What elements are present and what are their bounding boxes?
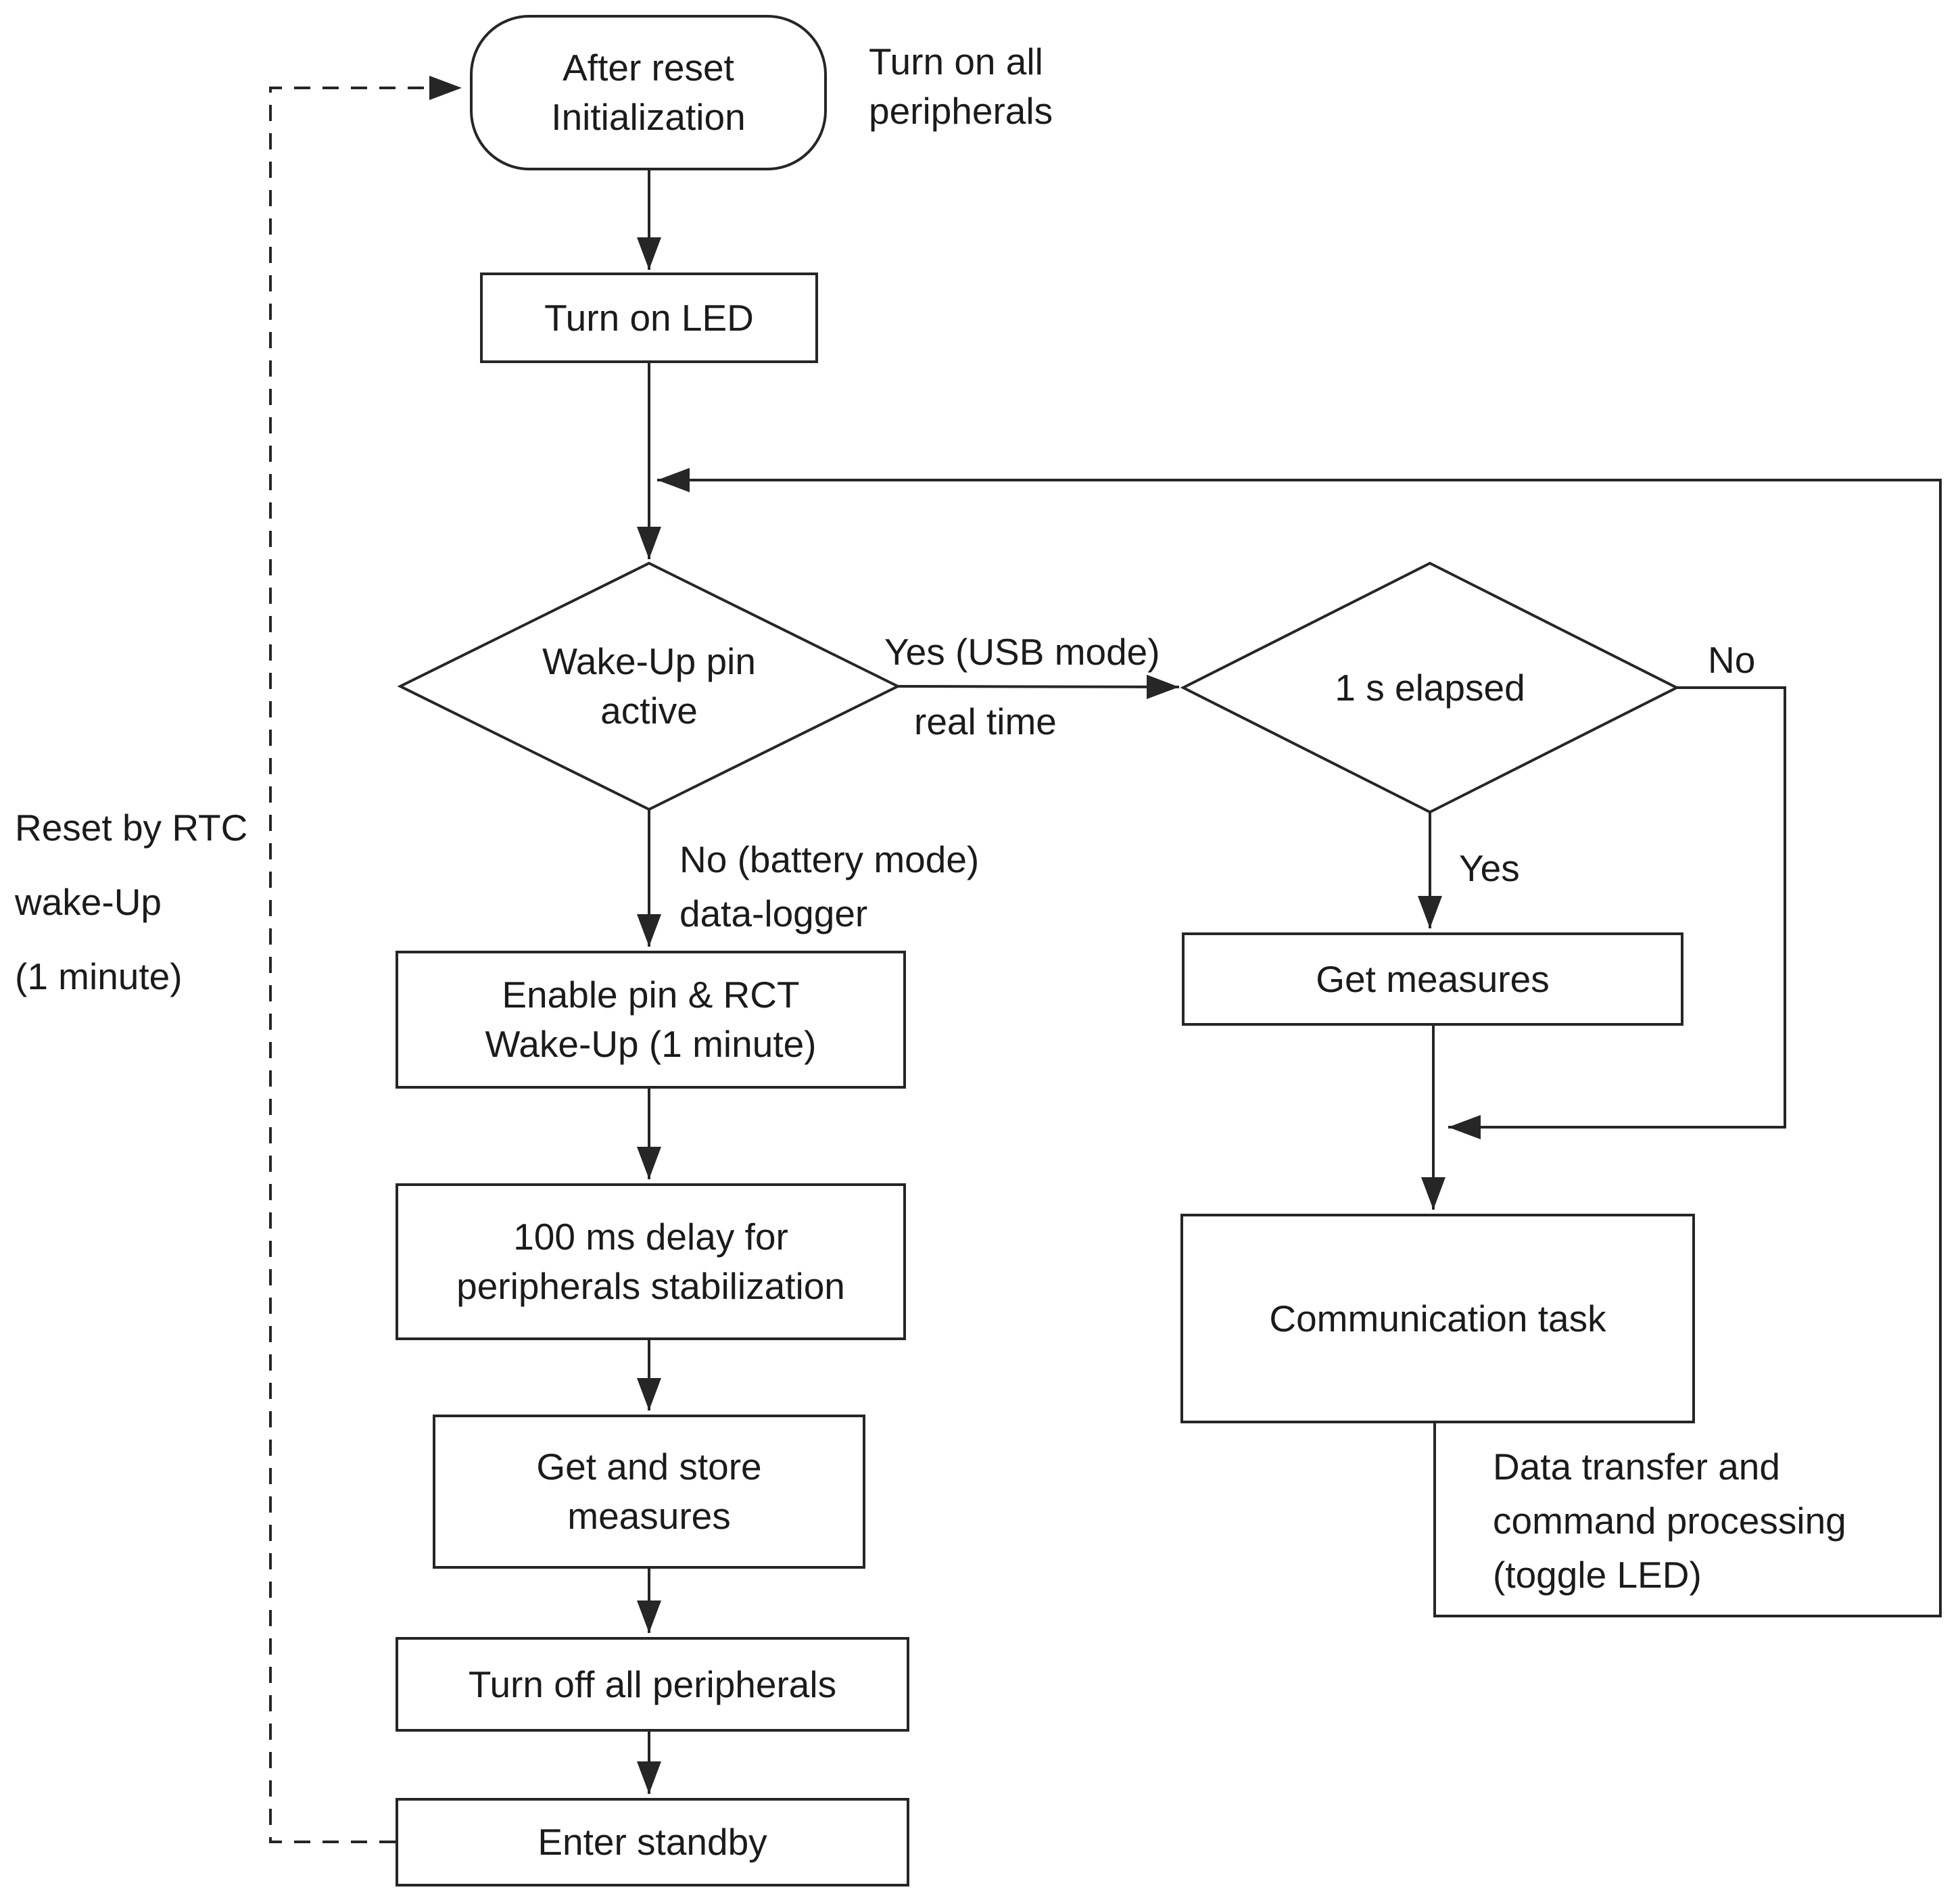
edge-label-no-battery-mode: No (battery mode) data-logger <box>679 838 980 934</box>
node-start: After reset Initialization <box>470 15 827 170</box>
annotation-reset-by-rtc: Reset by RTC wake-Up (1 minute) <box>15 807 248 997</box>
node-wakeup-pin-label: Wake-Up pin active <box>542 640 756 732</box>
node-get-measures: Get measures <box>1182 932 1683 1026</box>
edge-label-real-time: real time <box>914 701 1057 742</box>
edge-wakeup-yes-to-elapsed-diamond <box>897 674 1180 699</box>
node-1s-elapsed-label: 1 s elapsed <box>1335 666 1525 709</box>
edge-standby-reset-to-start-dashed <box>269 76 462 1843</box>
annotation-data-transfer: Data transfer and command processing (to… <box>1493 1446 1846 1596</box>
node-turn-on-led: Turn on LED <box>480 272 818 363</box>
edge-label-yes: Yes <box>1459 847 1520 889</box>
node-get-and-store: Get and store measures <box>433 1415 865 1569</box>
annotation-turn-on-all-peripherals: Turn on all peripherals <box>869 41 1053 132</box>
node-enter-standby: Enter standby <box>396 1798 909 1887</box>
decision-1s-elapsed-shape <box>1180 561 1680 814</box>
node-communication-task: Communication task <box>1180 1214 1695 1423</box>
node-enable-pin: Enable pin & RCT Wake-Up (1 minute) <box>396 951 906 1089</box>
node-turn-off-peripherals: Turn off all peripherals <box>396 1637 909 1732</box>
edge-elapsed-no-loop <box>1448 686 1786 1139</box>
node-delay-100ms: 100 ms delay for peripherals stabilizati… <box>396 1183 906 1340</box>
decision-wakeup-pin-shape <box>397 561 901 811</box>
edge-label-no: No <box>1708 639 1756 681</box>
edge-label-yes-usb-mode: Yes (USB mode) <box>884 631 1160 673</box>
edge-communication-loop-back <box>657 468 1942 1617</box>
